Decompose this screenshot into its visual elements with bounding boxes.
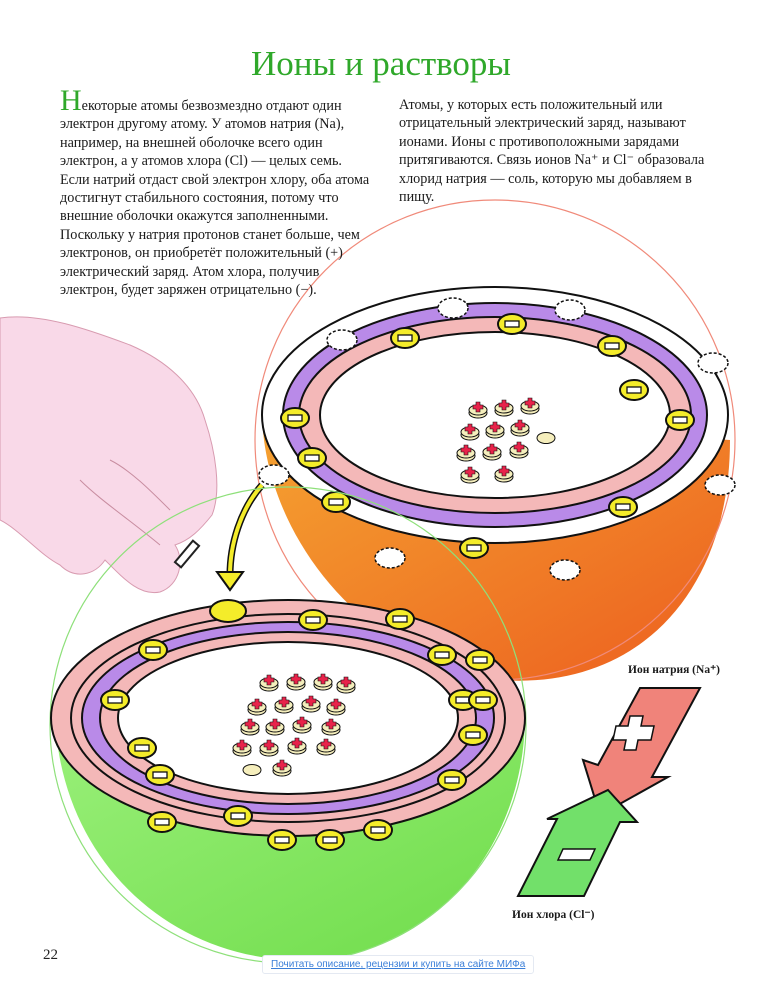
electron — [223, 805, 253, 827]
electron — [619, 379, 649, 401]
sodium-electrons — [280, 313, 695, 559]
chlorine-ion-label: Ион хлора (Cl⁻) — [512, 909, 595, 921]
chlorine-electrons — [100, 608, 498, 851]
chlorine-ion-arrow — [516, 788, 640, 897]
proton — [460, 466, 480, 484]
proton — [456, 444, 476, 462]
empty-electron-slots — [258, 297, 736, 581]
proton — [494, 399, 514, 417]
empty-slot — [549, 559, 581, 581]
proton — [336, 676, 356, 694]
proton — [232, 739, 252, 757]
proton — [286, 673, 306, 691]
sodium-ion-arrow — [581, 687, 702, 817]
proton — [468, 401, 488, 419]
electron — [138, 639, 168, 661]
empty-slot — [704, 474, 736, 496]
electron-transfer-arrow — [215, 482, 265, 592]
electron — [665, 409, 695, 431]
empty-slot — [437, 297, 469, 319]
shop-link[interactable]: Почитать описание, рецензии и купить на … — [262, 955, 535, 974]
empty-slot — [258, 464, 290, 486]
proton — [321, 718, 341, 736]
proton — [316, 738, 336, 756]
electron — [597, 335, 627, 357]
electron — [468, 689, 498, 711]
electron — [459, 537, 489, 559]
electron — [315, 829, 345, 851]
electron — [321, 491, 351, 513]
neutron — [242, 764, 262, 776]
paragraph-right: Атомы, у которых есть положительный или … — [399, 97, 705, 206]
minus-icon — [556, 848, 597, 861]
electron — [298, 609, 328, 631]
proton — [485, 421, 505, 439]
plus-icon — [612, 715, 655, 751]
electron — [280, 407, 310, 429]
electron — [147, 811, 177, 833]
proton — [482, 443, 502, 461]
drop-cap: Н — [60, 84, 82, 117]
chlorine-atom — [49, 486, 527, 964]
proton — [240, 718, 260, 736]
proton — [510, 419, 530, 437]
electron — [465, 649, 495, 671]
electron — [363, 819, 393, 841]
electron — [145, 764, 175, 786]
proton — [301, 695, 321, 713]
paragraph-left: екоторые атомы безвозмездно отдают один … — [60, 98, 370, 299]
proton — [247, 698, 267, 716]
transferred-electron — [209, 599, 247, 623]
electron — [427, 644, 457, 666]
text-column-left: Некоторые атомы безвозмездно отдают один… — [60, 86, 372, 299]
proton — [265, 718, 285, 736]
hand-illustration — [0, 316, 218, 594]
page-number: 22 — [43, 947, 58, 963]
electron — [267, 829, 297, 851]
proton — [509, 441, 529, 459]
empty-slot — [554, 299, 586, 321]
electron — [608, 496, 638, 518]
proton — [326, 698, 346, 716]
electron — [100, 689, 130, 711]
proton — [274, 696, 294, 714]
electron — [437, 769, 467, 791]
proton — [272, 759, 292, 777]
electron — [390, 327, 420, 349]
electron — [297, 447, 327, 469]
proton — [520, 397, 540, 415]
proton — [259, 739, 279, 757]
electron — [385, 608, 415, 630]
page-title: Ионы и растворы — [251, 44, 511, 83]
proton — [292, 716, 312, 734]
neutron — [536, 432, 556, 444]
empty-slot — [374, 547, 406, 569]
proton — [460, 423, 480, 441]
empty-slot — [326, 329, 358, 351]
proton — [313, 673, 333, 691]
chlorine-nucleus — [232, 673, 356, 777]
sodium-ion-label: Ион натрия (Na⁺) — [628, 664, 720, 676]
proton — [259, 674, 279, 692]
electron — [458, 724, 488, 746]
proton — [287, 737, 307, 755]
empty-slot — [697, 352, 729, 374]
electron — [497, 313, 527, 335]
sodium-nucleus — [456, 397, 556, 484]
proton — [494, 465, 514, 483]
electron — [127, 737, 157, 759]
